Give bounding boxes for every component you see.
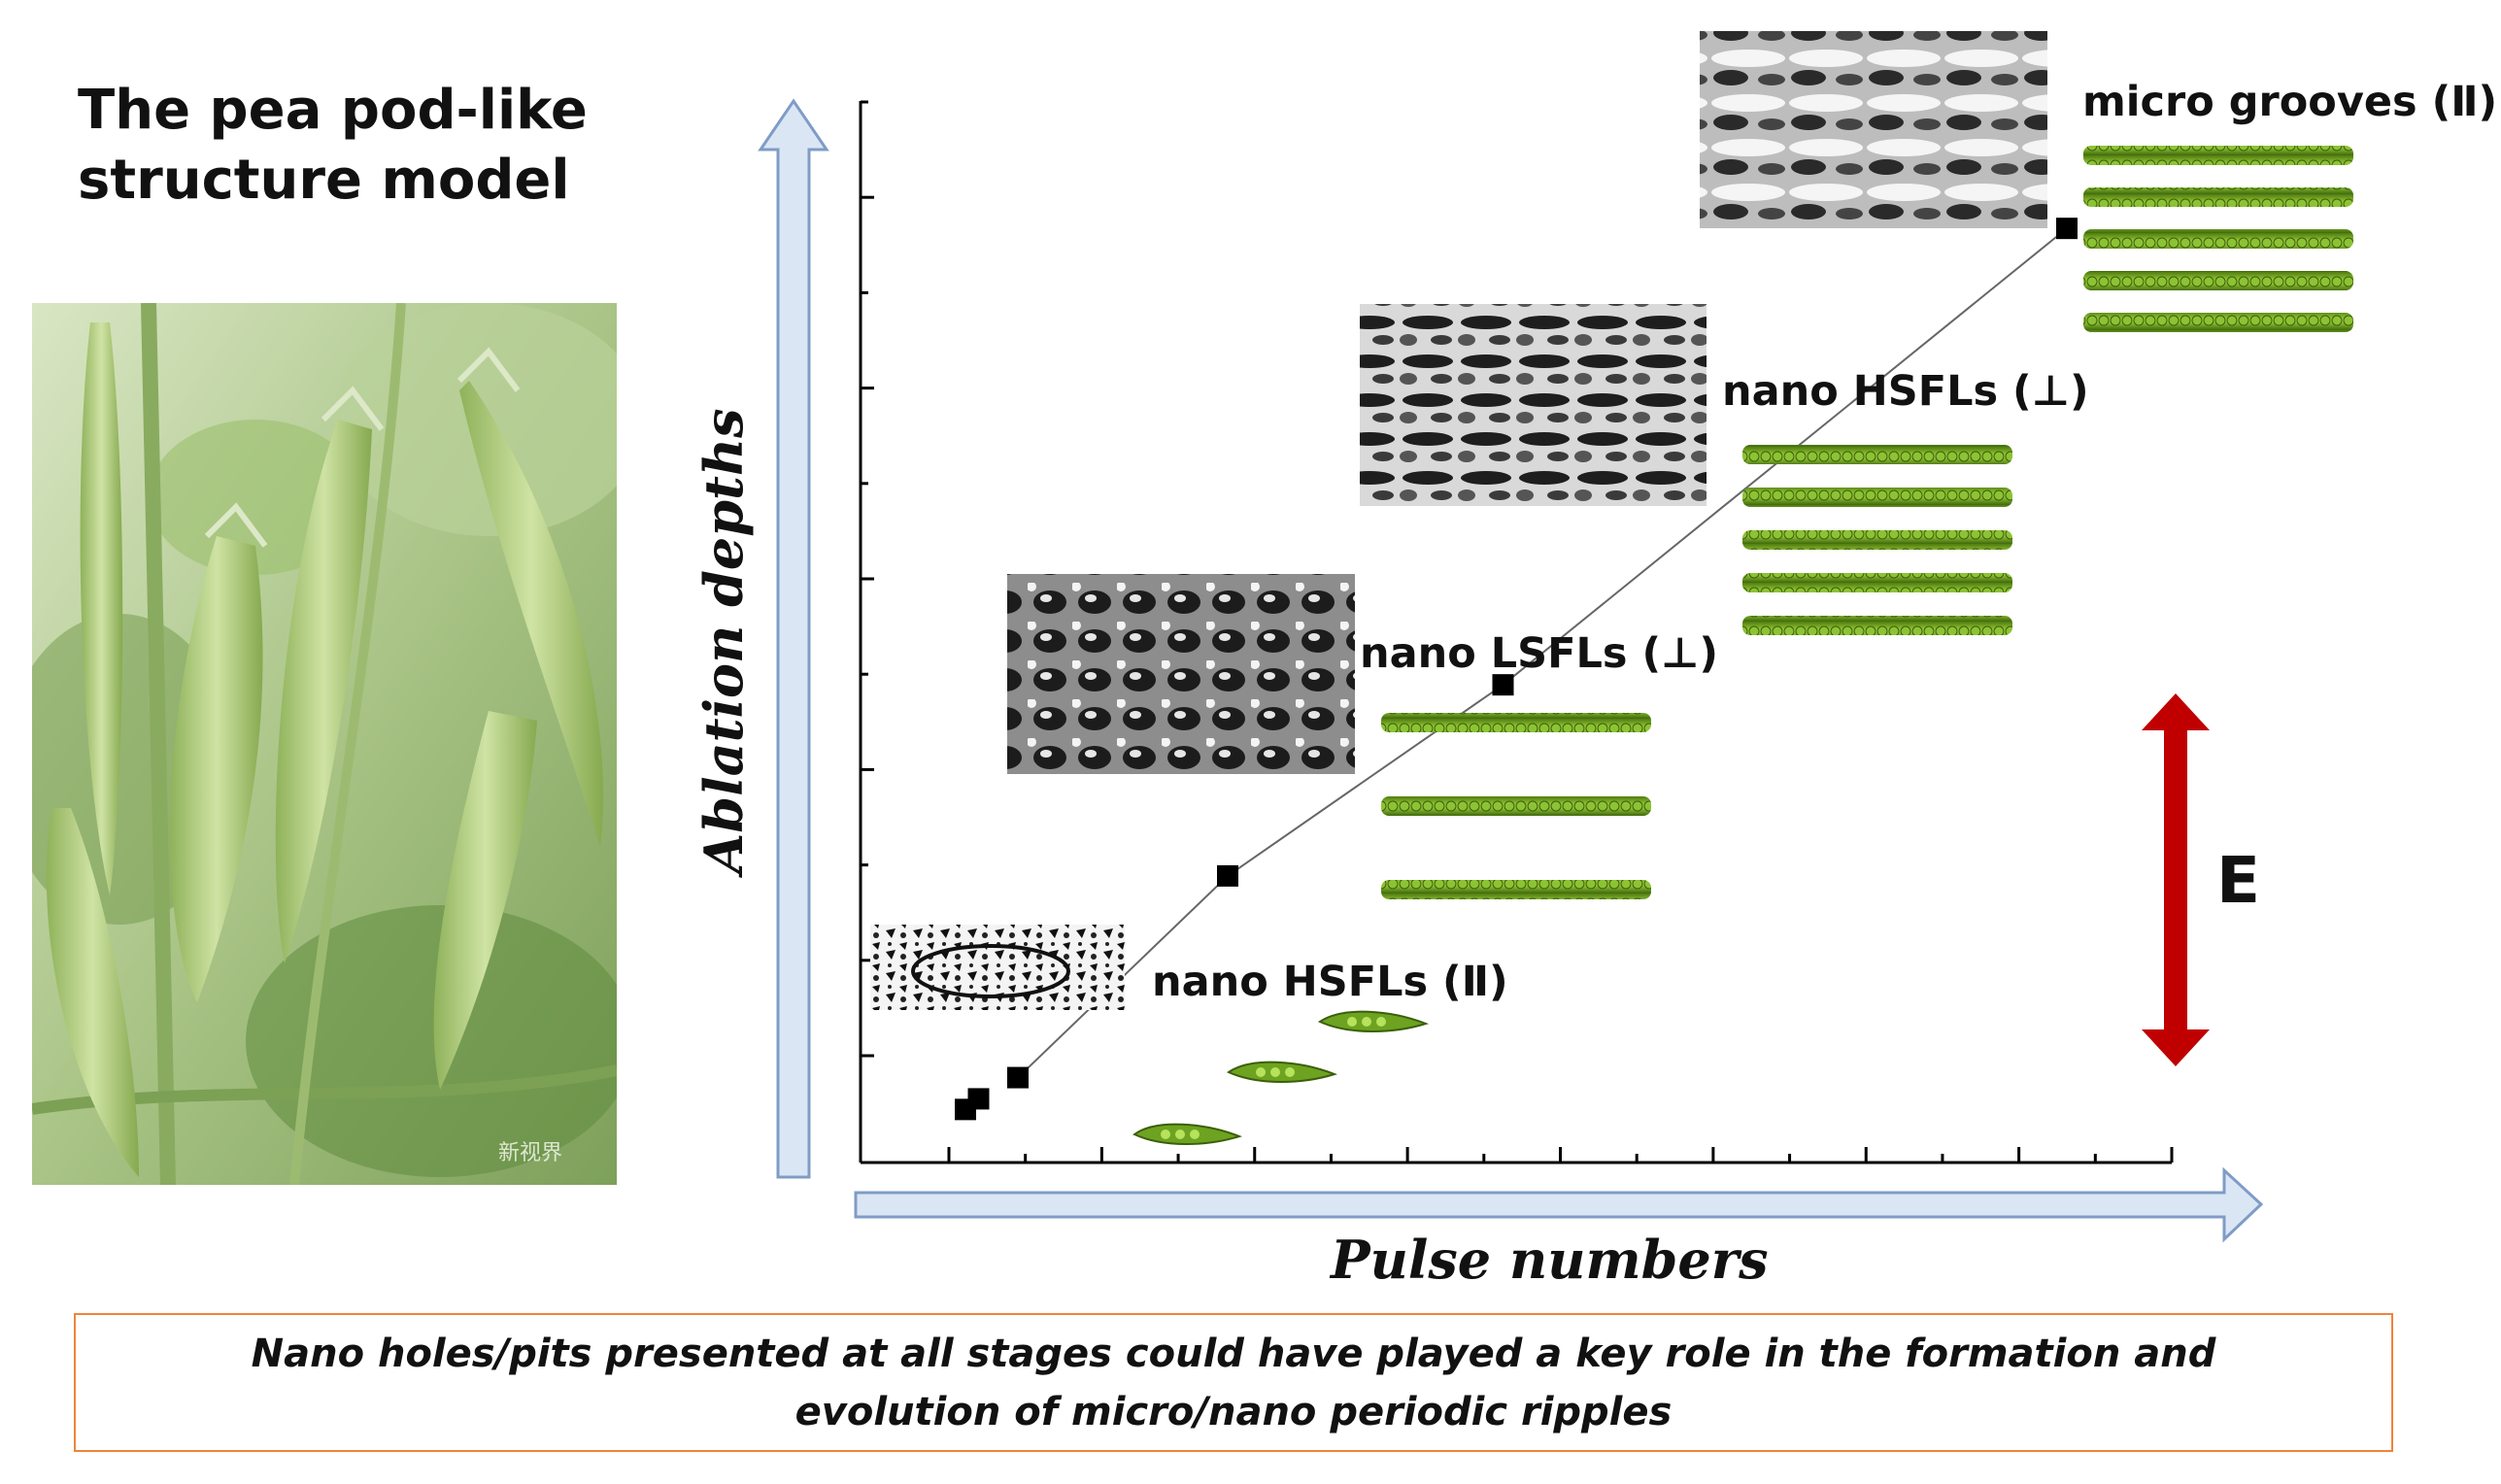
stage-label-nano-hsfl-parallel: nano HSFLs (Ⅱ) bbox=[1152, 958, 1508, 1006]
e-field-arrow bbox=[2142, 693, 2210, 1066]
sem-image-nano-lsfl-perpendicular bbox=[1007, 574, 1355, 774]
data-point-4 bbox=[1217, 864, 1238, 887]
pea-row bbox=[1742, 530, 2012, 550]
pea-row bbox=[2083, 229, 2353, 249]
pea-pod-1 bbox=[1132, 1123, 1243, 1145]
data-point-3 bbox=[1007, 1066, 1029, 1089]
pea-row bbox=[1742, 488, 2012, 507]
pea-row bbox=[1381, 796, 1651, 816]
conclusion-box: Nano holes/pits presented at all stages … bbox=[74, 1313, 2393, 1452]
pea-row bbox=[1742, 573, 2012, 592]
figure-title: The pea pod-like structure model bbox=[78, 79, 588, 212]
stage-label-nano-lsfl-perpendicular: nano LSFLs (⊥) bbox=[1360, 629, 1719, 678]
sem-image-nano-hsfl-perpendicular bbox=[1360, 304, 1707, 506]
pea-row bbox=[1742, 445, 2012, 464]
pea-rows-lsfl bbox=[1381, 713, 1651, 899]
pea-row bbox=[2083, 187, 2353, 207]
x-axis-arrow bbox=[854, 1166, 2264, 1243]
stage-label-micro-grooves: micro grooves (Ⅱ) bbox=[2082, 78, 2498, 126]
photo-watermark: 新视界 bbox=[498, 1141, 562, 1165]
e-field-label: E bbox=[2216, 843, 2261, 918]
pea-row bbox=[2083, 271, 2353, 290]
pea-rows-hsfl-perpendicular bbox=[1742, 445, 2012, 635]
x-axis-label: Pulse numbers bbox=[1331, 1229, 1769, 1291]
pea-rows-micro-grooves bbox=[2083, 146, 2353, 332]
pea-row bbox=[1381, 880, 1651, 899]
pea-row bbox=[1742, 616, 2012, 635]
stage-label-nano-hsfl-perpendicular: nano HSFLs (⊥) bbox=[1722, 367, 2089, 416]
conclusion-text: Nano holes/pits presented at all stages … bbox=[251, 1331, 2216, 1434]
pea-pods-group bbox=[1132, 1010, 1430, 1145]
pea-pod-photo: 新视界 bbox=[32, 303, 617, 1185]
data-point-2 bbox=[967, 1088, 990, 1110]
pea-row bbox=[2083, 313, 2353, 332]
pea-row bbox=[2083, 146, 2353, 165]
sem-image-micro-grooves bbox=[1700, 31, 2047, 228]
pea-row bbox=[1381, 713, 1651, 732]
y-axis-arrow bbox=[758, 98, 829, 1179]
pea-pod-2 bbox=[1226, 1061, 1338, 1083]
data-point-5 bbox=[1492, 674, 1514, 696]
y-axis-label: Ablation depths bbox=[693, 408, 755, 874]
sem-image-nano-hsfl-parallel-ring bbox=[911, 944, 1070, 998]
pea-pod-3 bbox=[1317, 1010, 1430, 1032]
data-point-6 bbox=[2056, 218, 2078, 240]
